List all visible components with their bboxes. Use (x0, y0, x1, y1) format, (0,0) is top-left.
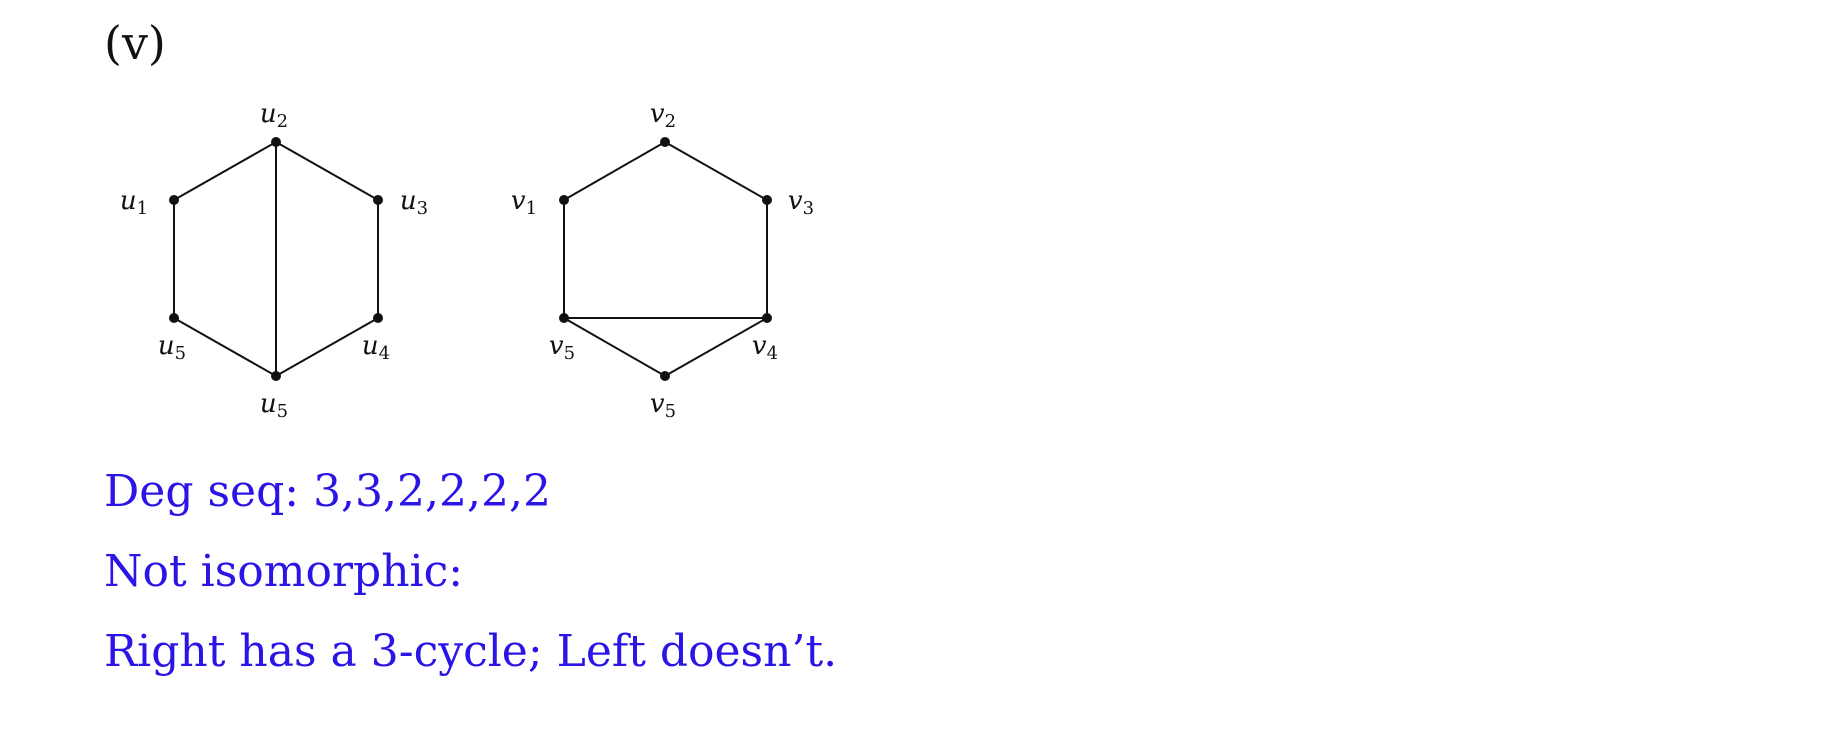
vertex-v4 (762, 313, 772, 323)
vertex-label-u4: u4 (362, 331, 390, 364)
edge-v5b-v5l (563, 317, 666, 377)
vertex-label-u1: u1 (120, 186, 148, 219)
vertex-label-v4: v4 (752, 331, 778, 364)
vertex-label-letter: u (260, 389, 277, 419)
vertex-label-letter: u (260, 99, 277, 129)
vertex-label-subscript: 5 (277, 401, 288, 422)
vertex-label-subscript: 3 (417, 198, 428, 219)
vertex-label-v5l: v5 (549, 331, 575, 364)
vertex-v5l (559, 313, 569, 323)
edge-u1-u2 (173, 141, 277, 201)
vertex-label-subscript: 1 (137, 198, 148, 219)
part-label: (v) (104, 16, 166, 70)
vertex-u5l (169, 313, 179, 323)
vertex-label-letter: u (120, 186, 137, 216)
edge-u2-u3 (275, 141, 379, 201)
vertex-label-subscript: 2 (665, 111, 676, 132)
vertex-label-v1: v1 (511, 186, 537, 219)
edge-v1-v2 (563, 141, 666, 201)
vertex-label-v5b: v5 (650, 389, 676, 422)
vertex-label-v2: v2 (650, 99, 676, 132)
vertex-label-subscript: 5 (665, 401, 676, 422)
vertex-label-letter: v (511, 186, 526, 216)
vertex-v5b (660, 371, 670, 381)
vertex-label-subscript: 5 (564, 343, 575, 364)
degree-sequence-answer: Deg seq: 3,3,2,2,2,2 (104, 466, 551, 517)
vertex-label-u5l: u5 (158, 331, 186, 364)
edge-u4-u5b (275, 317, 379, 377)
edge-v2-v3 (664, 141, 768, 201)
vertex-v3 (762, 195, 772, 205)
vertex-u3 (373, 195, 383, 205)
edge-u5b-u5l (173, 317, 277, 377)
vertex-label-letter: v (650, 99, 665, 129)
vertex-u4 (373, 313, 383, 323)
vertex-label-u5b: u5 (260, 389, 288, 422)
vertex-label-u2: u2 (260, 99, 288, 132)
isomorphism-verdict: Not isomorphic: (104, 546, 464, 597)
vertex-u1 (169, 195, 179, 205)
vertex-label-subscript: 4 (767, 343, 778, 364)
vertex-u5b (271, 371, 281, 381)
vertex-v2 (660, 137, 670, 147)
vertex-label-letter: v (650, 389, 665, 419)
vertex-v1 (559, 195, 569, 205)
vertex-label-letter: u (158, 331, 175, 361)
vertex-label-v3: v3 (788, 186, 814, 219)
vertex-label-letter: v (752, 331, 767, 361)
edge-v4-v5b (664, 317, 768, 377)
vertex-label-subscript: 5 (175, 343, 186, 364)
vertex-label-letter: v (788, 186, 803, 216)
vertex-label-subscript: 2 (277, 111, 288, 132)
vertex-label-letter: v (549, 331, 564, 361)
vertex-label-subscript: 4 (379, 343, 390, 364)
vertex-label-letter: u (362, 331, 379, 361)
vertex-label-u3: u3 (400, 186, 428, 219)
isomorphism-reason: Right has a 3-cycle; Left doesn’t. (104, 626, 838, 677)
vertex-label-subscript: 3 (803, 198, 814, 219)
vertex-label-letter: u (400, 186, 417, 216)
vertex-label-subscript: 1 (526, 198, 537, 219)
vertex-u2 (271, 137, 281, 147)
